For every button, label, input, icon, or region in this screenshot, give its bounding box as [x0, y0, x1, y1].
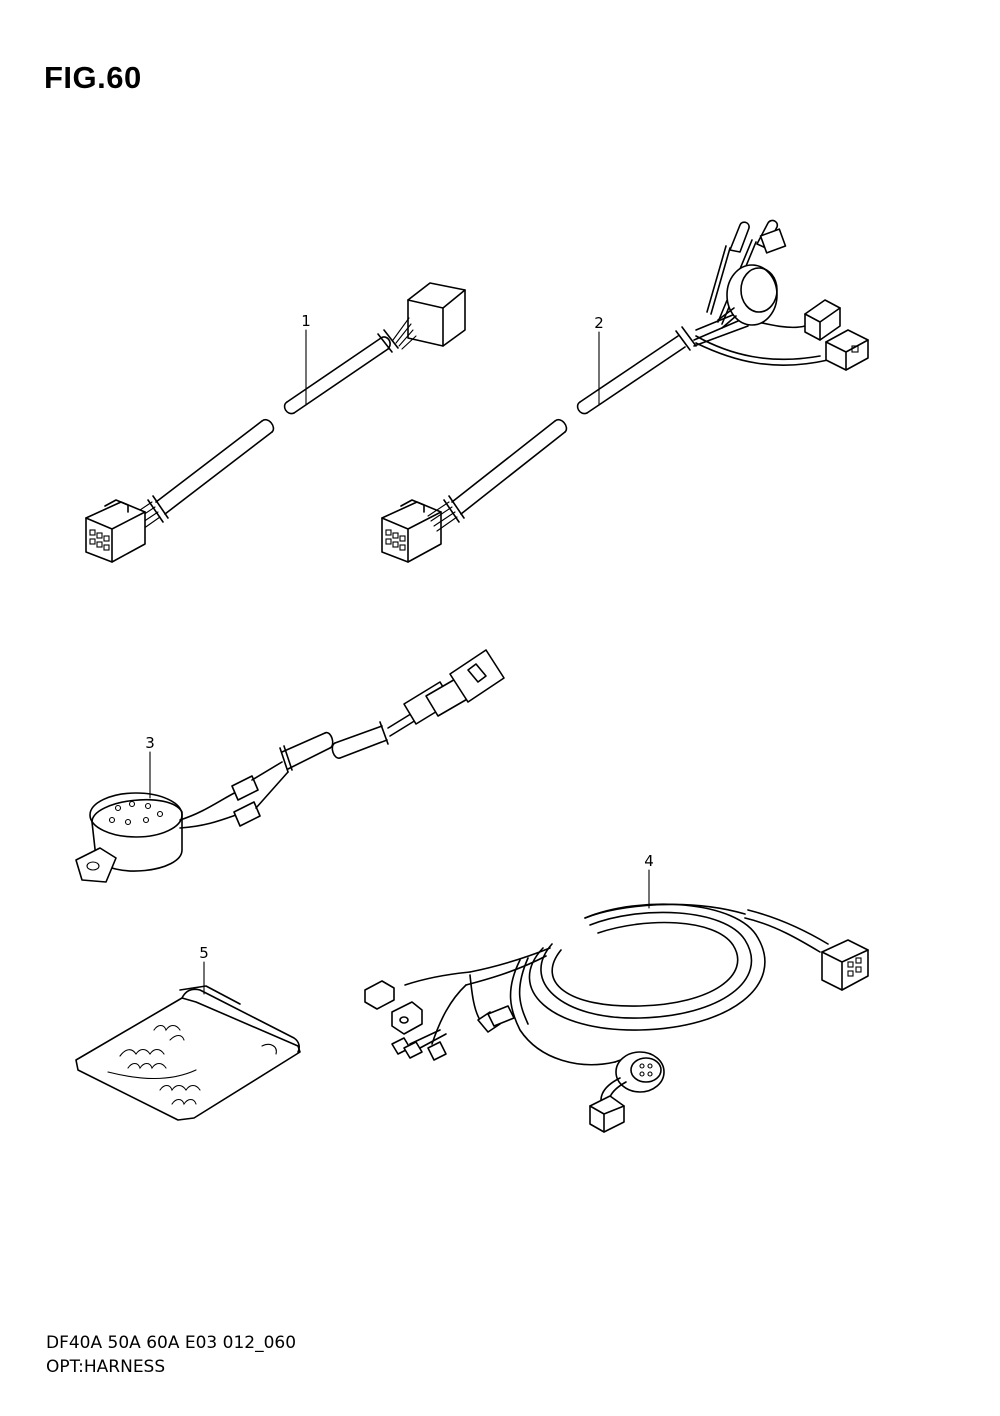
callout-5: 5: [199, 944, 209, 962]
callout-1: 1: [301, 312, 311, 330]
section-name: OPT:HARNESS: [46, 1357, 166, 1377]
part-5-bag[interactable]: [75, 985, 301, 1121]
callout-2: 2: [594, 314, 604, 332]
part-3-buzzer[interactable]: [75, 649, 505, 883]
figure-title: FIG.60: [44, 60, 142, 95]
figure-footer: DF40A 50A 60A E03 012_060 OPT:HARNESS: [46, 1331, 296, 1379]
model-code: DF40A 50A 60A E03 012_060: [46, 1333, 297, 1353]
part-1-harness[interactable]: [85, 282, 466, 563]
part-4-harness[interactable]: [364, 903, 869, 1133]
callout-3: 3: [145, 734, 155, 752]
callout-4: 4: [644, 852, 654, 870]
callout-leaders: [149, 329, 650, 995]
part-2-harness[interactable]: [381, 219, 869, 563]
